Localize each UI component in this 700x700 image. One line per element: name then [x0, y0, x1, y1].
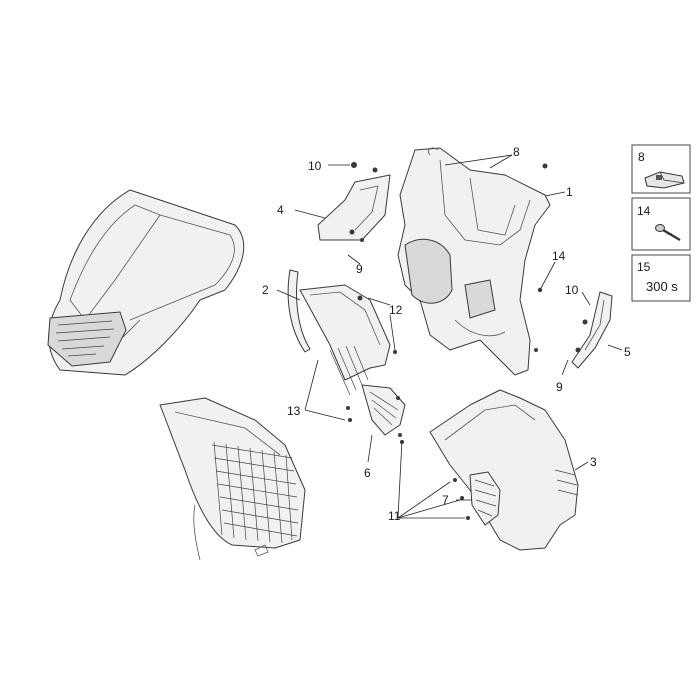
lower-right-cover-part — [429, 389, 579, 551]
side-panel-left-part — [287, 269, 391, 396]
callout-11: 11 — [388, 509, 401, 523]
clip-nut-icon — [644, 171, 685, 189]
callout-10-upper: 10 — [308, 159, 322, 173]
callout-12: 12 — [389, 303, 403, 317]
callout-7: 7 — [442, 493, 449, 507]
legend-item-14: 14 — [631, 197, 691, 251]
front-shield-part — [47, 189, 245, 376]
legend-value-15: 300 s — [646, 279, 678, 294]
grille-insert-part — [361, 384, 406, 436]
legend-item-15: 15 300 s — [631, 254, 691, 302]
small-grille-part — [469, 471, 501, 526]
callout-14: 14 — [552, 249, 566, 263]
callout-3: 3 — [590, 455, 597, 469]
callout-10-lower: 10 — [565, 283, 579, 297]
callout-8: 8 — [513, 145, 520, 159]
legend-number-15: 15 — [637, 260, 651, 274]
side-trim-right-part — [571, 291, 613, 369]
fastener-group — [346, 162, 588, 520]
legend-item-8: 8 — [631, 144, 691, 194]
legend: 8 14 15 300 s — [631, 144, 691, 302]
leader-lines — [276, 154, 623, 519]
screw-icon — [655, 224, 681, 241]
legend-number-8: 8 — [638, 150, 645, 164]
front-lower-cover-part — [159, 397, 306, 561]
callout-2: 2 — [262, 283, 269, 297]
upper-left-bracket-part — [317, 174, 391, 241]
callout-9-upper: 9 — [356, 262, 363, 276]
callout-1: 1 — [566, 185, 573, 199]
callout-6: 6 — [364, 466, 371, 480]
callout-9-lower: 9 — [556, 380, 563, 394]
callout-4: 4 — [277, 203, 284, 217]
callout-13: 13 — [287, 404, 301, 418]
leg-shield-part — [397, 147, 551, 376]
callout-labels: 1 2 3 4 5 6 7 8 9 9 10 10 11 12 13 14 — [262, 145, 631, 523]
callout-5: 5 — [624, 345, 631, 359]
legend-number-14: 14 — [637, 204, 651, 218]
